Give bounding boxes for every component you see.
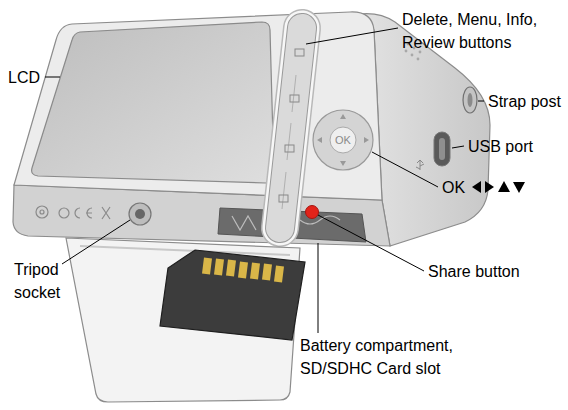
leader-lines xyxy=(45,28,484,333)
lcd-screen xyxy=(32,22,274,183)
arrow-key-symbols xyxy=(472,181,525,193)
regulatory-marks xyxy=(36,206,110,219)
part-label: OK xyxy=(442,176,465,199)
part-label: USB port xyxy=(468,135,533,158)
part-label: Tripod socket xyxy=(14,258,74,304)
part-label: Share button xyxy=(428,260,520,283)
door-hinge xyxy=(80,246,290,255)
part-label: Delete, Menu, Info, Review buttons xyxy=(402,8,562,54)
sd-card xyxy=(160,250,305,340)
part-label: LCD xyxy=(8,66,40,89)
button-marking: OK xyxy=(335,134,351,147)
part-label: Battery compartment, SD/SDHC Card slot xyxy=(300,334,490,380)
usb-port xyxy=(416,132,450,170)
part-label: Strap post xyxy=(488,90,561,113)
ok-dpad xyxy=(313,110,373,170)
tripod-socket xyxy=(129,203,151,225)
share-button xyxy=(306,206,319,219)
button-strip xyxy=(279,28,304,228)
strap-post xyxy=(463,87,477,113)
